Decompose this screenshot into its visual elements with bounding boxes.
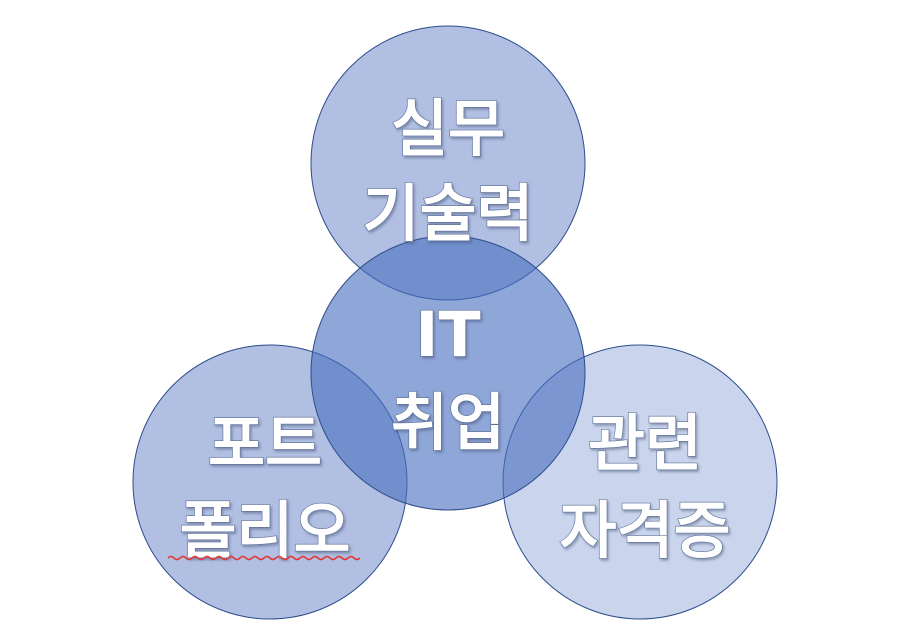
label-center-line2: 취업 [391, 386, 505, 459]
label-right-line1: 관련 [588, 407, 702, 480]
label-top-line2: 기술력 [362, 177, 533, 250]
label-left-line1: 포트 [208, 407, 322, 480]
label-top-line1: 실무 [391, 92, 505, 165]
label-left-line2: 폴리오 [179, 494, 350, 567]
circle-center [310, 235, 586, 511]
label-center-line1: IT [415, 298, 480, 371]
label-right-line2: 자격증 [559, 494, 730, 567]
spellcheck-underline [167, 555, 361, 561]
